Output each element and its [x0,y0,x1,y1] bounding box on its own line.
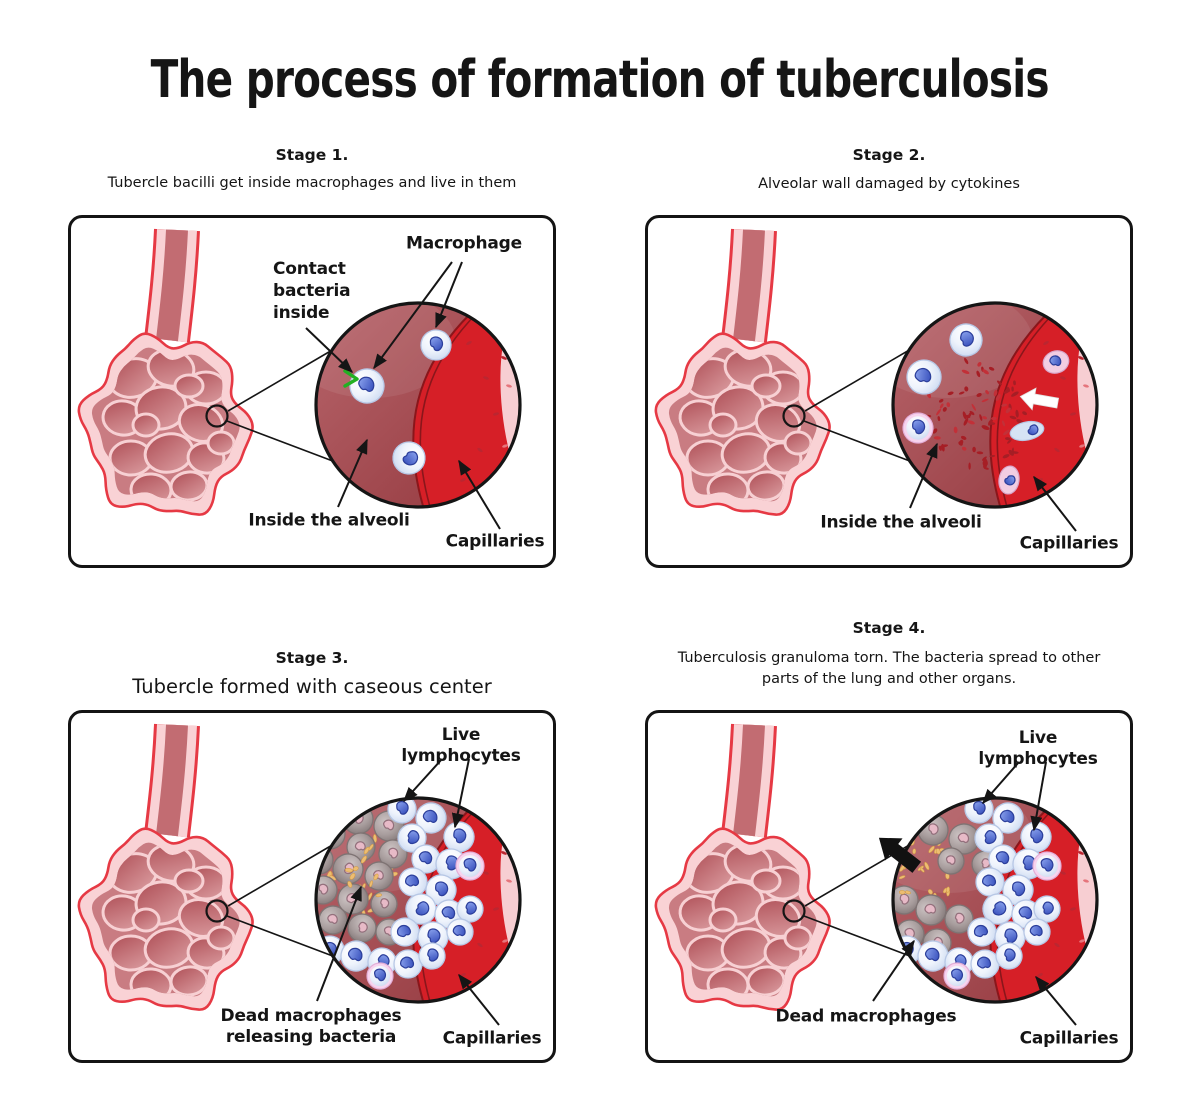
label-arrow [909,442,938,509]
magnified-view [316,798,520,1002]
label-arrow [1030,761,1047,832]
label-arrow [373,261,453,370]
stage-1-panel: Macrophage Contact bacteria inside Insid… [68,215,556,568]
white-arrow [1019,387,1060,411]
magnified-view [893,798,1097,1002]
magnifier-marker [782,899,806,923]
stage-3-heading: Stage 3. [275,649,349,667]
alveolus-illustration [654,228,831,516]
rupture-arrow [878,837,922,873]
stage-4-illustration [654,723,1099,1026]
label-inside-alveoli: Inside the alveoli [248,510,410,531]
magnifier-marker [205,404,229,428]
stage-2-subtitle: Alveolar wall damaged by cytokines [758,176,1020,192]
label-arrow [316,885,362,1002]
label-arrow [337,438,368,508]
label-contact-bacteria: Contact bacteria inside [273,259,351,324]
label-arrow [435,261,463,329]
label-arrow [458,973,500,1026]
label-macrophage: Macrophage [406,233,522,254]
page-title-text: The process of formation of tuberculosis [150,50,1050,110]
stage-2-heading: Stage 2. [852,146,926,164]
label-arrow [458,459,501,530]
stage-3-subtitle: Tubercle formed with caseous center [132,675,492,698]
label-live-lymphocytes: Live lymphocytes [978,727,1098,769]
label-arrow [982,761,1020,805]
label-capillaries: Capillaries [445,531,545,552]
label-capillaries: Capillaries [1019,1028,1119,1049]
label-dead-macrophages: Dead macrophages [775,1006,957,1027]
label-dead-macrophages: Dead macrophages releasing bacteria [220,1005,402,1047]
stage-1-heading: Stage 1. [275,146,349,164]
magnified-view [893,303,1097,507]
label-arrow [451,758,470,829]
page-title: The process of formation of tuberculosis [0,50,1200,110]
stage-1-subtitle: Tubercle bacilli get inside macrophages … [107,175,517,191]
label-inside-alveoli: Inside the alveoli [820,512,982,533]
stage-4-panel: Live lymphocytes Dead macrophages Capill… [645,710,1133,1063]
stage-1-illustration [77,228,522,530]
label-capillaries: Capillaries [442,1028,542,1049]
magnifier-marker [205,899,229,923]
stage-3-illustration [77,723,522,1026]
alveolus-illustration [654,723,831,1011]
label-arrow [403,758,443,803]
label-arrow [1033,475,1077,532]
label-capillaries: Capillaries [1019,533,1119,554]
magnifier-marker [782,404,806,428]
stage-2-panel: Inside the alveoli Capillaries [645,215,1133,568]
stage-4-subtitle: Tuberculosis granuloma torn. The bacteri… [677,650,1101,688]
label-arrow [872,939,915,1002]
stage-4-heading: Stage 4. [852,619,926,637]
stage-2-illustration [654,228,1099,532]
stage-3-panel: Live lymphocytes Dead macrophages releas… [68,710,556,1063]
label-live-lymphocytes: Live lymphocytes [401,724,521,766]
label-arrow [1035,975,1077,1026]
label-arrow [305,327,354,373]
alveolus-illustration [77,228,254,516]
alveolus-illustration [77,723,254,1011]
